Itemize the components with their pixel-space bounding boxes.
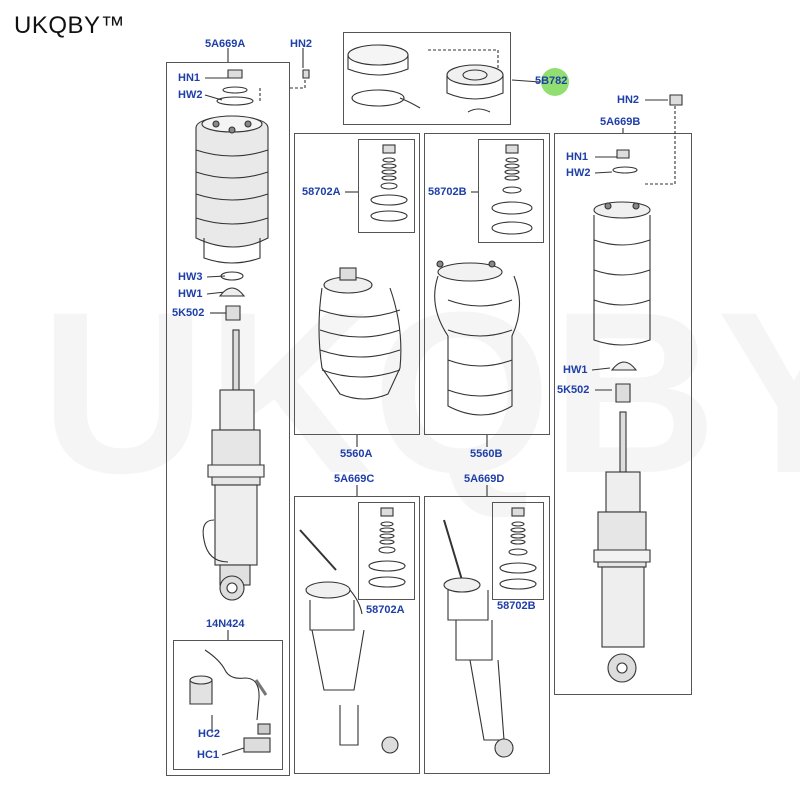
label-fl-hn1: HN1 [178, 72, 201, 84]
highlight-marker [541, 68, 569, 96]
label-fl-5k502: 5K502 [172, 307, 205, 319]
label-fl-hw2: HW2 [178, 89, 203, 101]
label-airspring-b: 5560B [470, 448, 503, 460]
kit-b-inset [478, 139, 544, 243]
label-kit-a: 58702A [302, 186, 341, 198]
kit-a-inset [358, 139, 415, 233]
label-kit-b: 58702B [428, 186, 467, 198]
airspring-a-box [294, 133, 420, 435]
label-shock-c-kit: 58702A [366, 604, 405, 616]
shock-c-kit-inset [358, 502, 415, 600]
label-right-hn2: HN2 [617, 94, 640, 106]
brand-text: UKQBY™ [14, 12, 126, 39]
label-r-hw2: HW2 [566, 167, 591, 179]
shock-d-kit-inset [492, 502, 544, 600]
shock-c-box [294, 496, 420, 774]
label-front-left-assembly: 5A669A [205, 38, 246, 50]
label-r-5k502: 5K502 [557, 384, 590, 396]
label-front-left-hn2: HN2 [290, 38, 313, 50]
label-sensor-kit: 14N424 [206, 618, 245, 630]
label-r-hn1: HN1 [566, 151, 589, 163]
label-shock-d: 5A669D [464, 473, 505, 485]
label-top-kit: 5B782 [535, 75, 568, 87]
airspring-b-box [424, 133, 550, 435]
label-shock-c: 5A669C [334, 473, 375, 485]
shock-d-box [424, 496, 550, 774]
front-left-assembly-box [166, 62, 290, 776]
right-assembly-box [554, 133, 692, 695]
sensor-kit-box [173, 640, 283, 770]
top-kit-box [343, 32, 511, 125]
label-sensor-hc1: HC1 [197, 749, 220, 761]
label-fl-hw1: HW1 [178, 288, 203, 300]
label-fl-hw3: HW3 [178, 271, 203, 283]
label-sensor-hc2: HC2 [198, 728, 221, 740]
label-r-hw1: HW1 [563, 364, 588, 376]
label-airspring-a: 5560A [340, 448, 373, 460]
label-shock-d-kit: 58702B [497, 600, 536, 612]
label-right-assembly: 5A669B [600, 116, 641, 128]
